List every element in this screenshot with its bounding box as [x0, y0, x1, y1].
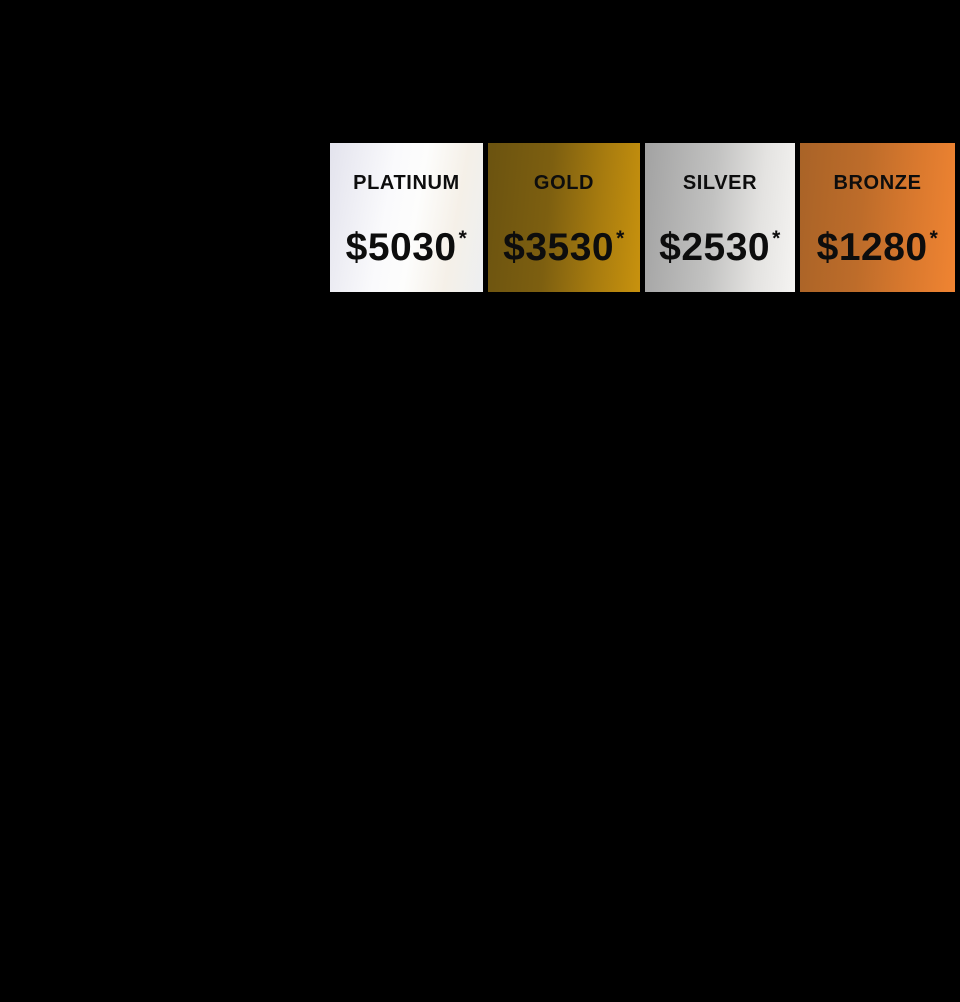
tier-card-bronze: BRONZE $1280*	[800, 143, 955, 292]
tier-name-bronze: BRONZE	[833, 172, 922, 194]
tier-price-value: $3530	[503, 226, 615, 269]
tier-price-gold: $3530*	[488, 214, 640, 273]
tier-price-value: $2530	[659, 226, 771, 269]
tier-name-platinum: PLATINUM	[353, 172, 460, 194]
tier-card-silver: SILVER $2530*	[645, 143, 795, 292]
tier-card-gold: GOLD $3530*	[488, 143, 640, 292]
tier-price-value: $5030	[345, 226, 457, 269]
tier-price-platinum: $5030*	[330, 214, 483, 273]
tier-name-gold: GOLD	[533, 172, 595, 194]
price-asterisk: *	[458, 227, 468, 250]
tier-name-silver: SILVER	[682, 172, 758, 194]
price-asterisk: *	[616, 227, 625, 250]
price-asterisk: *	[929, 227, 939, 250]
tier-card-platinum: PLATINUM $5030*	[330, 143, 483, 292]
tier-price-value: $1280	[816, 226, 928, 269]
tier-price-silver: $2530*	[645, 214, 795, 273]
tier-price-bronze: $1280*	[800, 214, 955, 273]
price-asterisk: *	[772, 227, 781, 250]
